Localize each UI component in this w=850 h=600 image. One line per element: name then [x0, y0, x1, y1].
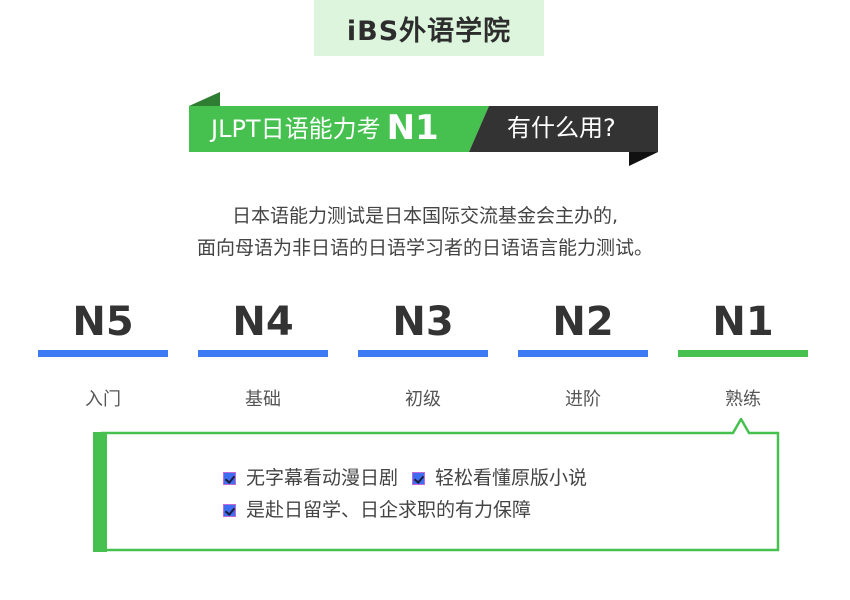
- benefit-item: 轻松看懂原版小说: [435, 467, 588, 489]
- level-code: N2: [552, 299, 614, 345]
- benefit-row-1: 无字幕看动漫日剧 轻松看懂原版小说: [223, 462, 601, 494]
- brand-logo: iBS外语学院: [314, 0, 544, 56]
- level-n4: N4 基础: [198, 296, 328, 411]
- level-scale: N5 入门 N4 基础 N3 初级 N2 进阶 N1 熟练: [38, 296, 810, 416]
- level-desc: 入门: [85, 389, 121, 410]
- level-n3: N3 初级: [358, 296, 488, 411]
- level-n2: N2 进阶: [518, 296, 648, 411]
- callout-border: [93, 418, 780, 552]
- checkbox-checked-icon: [412, 471, 426, 485]
- level-code: N5: [72, 299, 134, 345]
- checkbox-checked-icon: [223, 471, 236, 485]
- level-n5: N5 入门: [38, 296, 168, 411]
- level-code: N1: [712, 299, 774, 345]
- level-desc: 熟练: [725, 389, 761, 410]
- level-bar: [198, 350, 328, 357]
- level-bar: [38, 350, 168, 357]
- ribbon-shape: [189, 92, 658, 166]
- checkbox-checked-icon: [223, 503, 236, 517]
- benefit-list: 无字幕看动漫日剧 轻松看懂原版小说 是赴日留学、日企求职的有力保障: [223, 462, 601, 526]
- level-n1: N1 熟练: [678, 296, 808, 411]
- level-bar: [518, 350, 648, 357]
- benefit-item: 无字幕看动漫日剧: [246, 467, 399, 489]
- level-code: N3: [392, 299, 454, 345]
- level-code: N4: [232, 299, 294, 345]
- level-desc: 基础: [245, 389, 281, 410]
- intro-line-2: 面向母语为非日语的日语学习者的日语语言能力测试。: [196, 237, 653, 259]
- banner-title-prefix: JLPT日语能力考: [211, 115, 381, 143]
- banner-question: 有什么用?: [507, 114, 616, 142]
- level-bar-active: [678, 350, 808, 357]
- brand-label: iBS外语学院: [346, 15, 512, 47]
- benefit-row-2: 是赴日留学、日企求职的有力保障: [223, 494, 601, 526]
- level-desc: 进阶: [565, 389, 601, 410]
- intro-text: 日本语能力测试是日本国际交流基金会主办的, 面向母语为非日语的日语学习者的日语语…: [0, 200, 850, 264]
- banner-title-level: N1: [386, 108, 439, 148]
- level-bar: [358, 350, 488, 357]
- benefits-callout: 无字幕看动漫日剧 轻松看懂原版小说 是赴日留学、日企求职的有力保障: [93, 418, 780, 552]
- benefit-item: 是赴日留学、日企求职的有力保障: [246, 499, 532, 521]
- level-desc: 初级: [405, 389, 441, 410]
- intro-line-1: 日本语能力测试是日本国际交流基金会主办的,: [231, 205, 619, 227]
